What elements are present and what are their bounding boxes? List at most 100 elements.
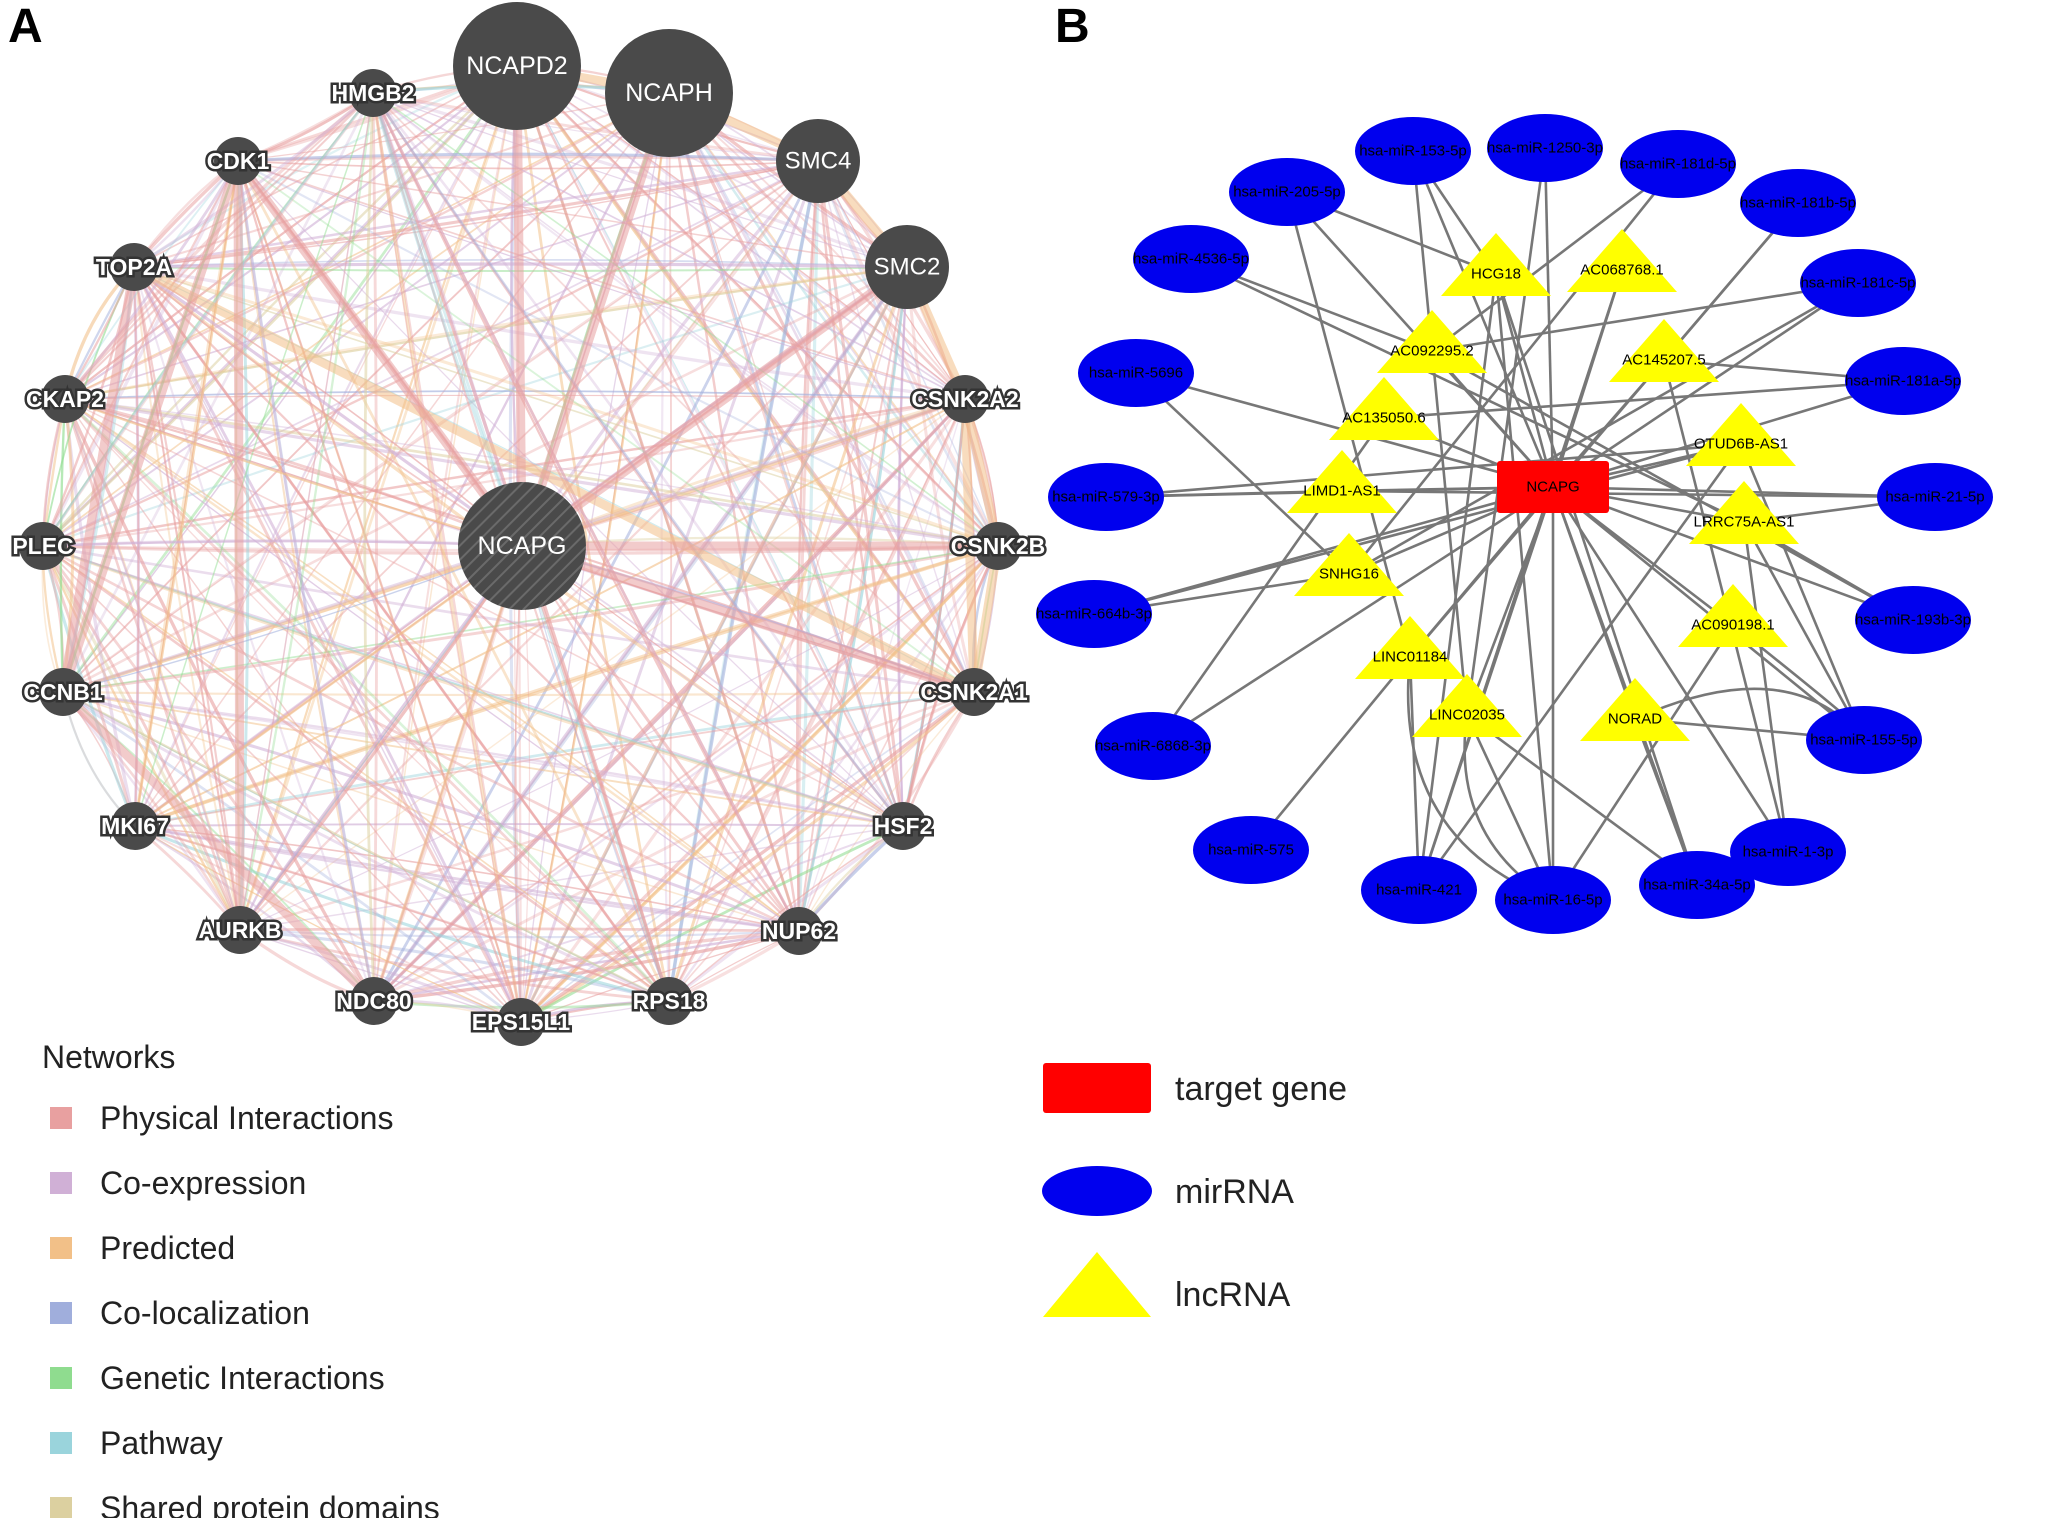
network-edge	[371, 92, 378, 1002]
network-edge-strong	[517, 262, 912, 551]
legend-label: Physical Interactions	[100, 1100, 393, 1136]
mirna-ellipse	[1639, 851, 1755, 919]
mirna-ellipse	[1487, 114, 1603, 182]
network-edge	[236, 160, 376, 1002]
network-edge	[62, 691, 904, 827]
gene-node-aurkb: AURKB	[196, 906, 284, 954]
network-edge	[133, 91, 374, 269]
mirna-node-hsa-mir-153-5p: hsa-miR-153-5p	[1355, 117, 1471, 185]
network-edge	[134, 824, 670, 1003]
gene-node-label: CSNK2A1	[920, 679, 1028, 705]
lncrna-triangle	[1329, 377, 1439, 440]
network-edge	[372, 92, 819, 162]
network-edge	[64, 398, 670, 1002]
network-edge	[134, 92, 374, 827]
gene-node-label: SMC4	[785, 148, 852, 175]
mirna-node-hsa-mir-579-3p: hsa-miR-579-3p	[1048, 463, 1164, 531]
mirna-ellipse	[1740, 169, 1856, 237]
target-gene-label: NCAPG	[1526, 479, 1579, 496]
network-edge	[373, 545, 999, 1002]
network-edge	[521, 545, 800, 932]
mirna-node-hsa-mir-4536-5p: hsa-miR-4536-5p	[1133, 225, 1249, 293]
network-edge	[239, 92, 374, 931]
network-edge	[372, 92, 975, 693]
mirna-ellipse	[1133, 225, 1249, 293]
network-edge	[132, 266, 523, 1023]
lncrna-triangle	[1678, 584, 1788, 647]
gene-node-circle	[605, 29, 733, 157]
legend-item-pathway: Pathway	[50, 1425, 223, 1461]
network-edge	[64, 92, 374, 400]
network-edge	[667, 92, 976, 693]
network-edge	[62, 691, 904, 827]
cerna-edge	[1494, 273, 1555, 901]
network-edge	[64, 398, 670, 1002]
lncrna-triangle	[1355, 616, 1465, 679]
network-edge	[63, 398, 376, 1002]
network-edge	[133, 265, 999, 548]
network-edge-strong	[517, 88, 674, 551]
gene-node-eps15l1: EPS15L1	[469, 998, 573, 1046]
gene-node-label: CSNK2B	[951, 533, 1046, 559]
cerna-edge	[1249, 656, 1412, 851]
network-edge	[372, 92, 999, 547]
legend-label: target gene	[1175, 1070, 1347, 1108]
network-edge	[515, 65, 801, 932]
network-edge	[132, 266, 523, 1023]
cerna-edge	[1105, 442, 1742, 499]
network-edge	[798, 266, 908, 932]
gene-node-cdk1: CDK1	[204, 137, 272, 185]
center-node-label: NCAPG	[478, 532, 567, 560]
gene-node-label: AURKB	[198, 917, 281, 943]
cerna-edge	[1465, 147, 1547, 716]
gene-node-top2a: TOP2A	[93, 243, 175, 291]
network-edge	[668, 92, 904, 827]
mirna-ellipse	[1730, 818, 1846, 886]
network-edge	[901, 398, 967, 827]
cerna-edge	[1739, 443, 1866, 741]
lncrna-triangle	[1609, 319, 1719, 382]
gene-node-label: CCNB1	[23, 679, 102, 705]
lncrna-node-lrrc75a-as1: LRRC75A-AS1	[1689, 481, 1799, 544]
mirna-node-hsa-mir-21-5p: hsa-miR-21-5p	[1877, 463, 1993, 531]
lncrna-node-snhg16: SNHG16	[1294, 533, 1404, 596]
legend-swatch	[50, 1367, 72, 1389]
mirna-node-hsa-mir-181d-5p: hsa-miR-181d-5p	[1620, 130, 1736, 198]
gene-node-circle	[879, 802, 927, 850]
gene-node-circle	[950, 668, 998, 716]
gene-node-circle	[974, 522, 1022, 570]
mirna-node-hsa-mir-16-5p: hsa-miR-16-5p	[1495, 866, 1611, 934]
network-edge	[236, 160, 671, 1002]
mirna-label: hsa-miR-181b-5p	[1740, 195, 1856, 212]
network-edge	[64, 398, 800, 932]
network-edge	[64, 398, 241, 931]
lncrna-node-otud6b-as1: OTUD6B-AS1	[1686, 403, 1796, 466]
mirna-label: hsa-miR-21-5p	[1885, 489, 1984, 506]
network-edge	[817, 160, 999, 547]
cerna-edge	[1152, 485, 1554, 748]
network-edge-strong	[969, 541, 1003, 697]
network-edge	[237, 160, 975, 693]
network-edge	[363, 92, 376, 1002]
mirna-node-hsa-mir-181b-5p: hsa-miR-181b-5p	[1740, 169, 1856, 237]
network-edge	[667, 92, 905, 827]
mirna-ellipse	[1078, 339, 1194, 407]
gene-node-circle	[865, 225, 949, 309]
gene-node-csnk2a1: CSNK2A1	[918, 668, 1030, 716]
network-edge	[61, 92, 375, 693]
cerna-edge	[1431, 349, 1914, 622]
network-edge	[667, 92, 976, 693]
panel-a-letter: A	[8, 0, 43, 53]
gene-node-rps18: RPS18	[630, 977, 708, 1025]
gene-node-circle	[41, 375, 89, 423]
network-edge	[516, 65, 966, 400]
network-edge	[62, 691, 241, 931]
network-edge	[239, 398, 966, 931]
network-edge	[41, 545, 242, 931]
lncrna-node-linc02035: LINC02035	[1412, 674, 1522, 737]
network-edge	[133, 265, 966, 401]
cerna-edge	[1551, 624, 1735, 901]
mirna-ellipse	[1229, 158, 1345, 226]
mirna-label: hsa-miR-1-3p	[1743, 844, 1834, 861]
